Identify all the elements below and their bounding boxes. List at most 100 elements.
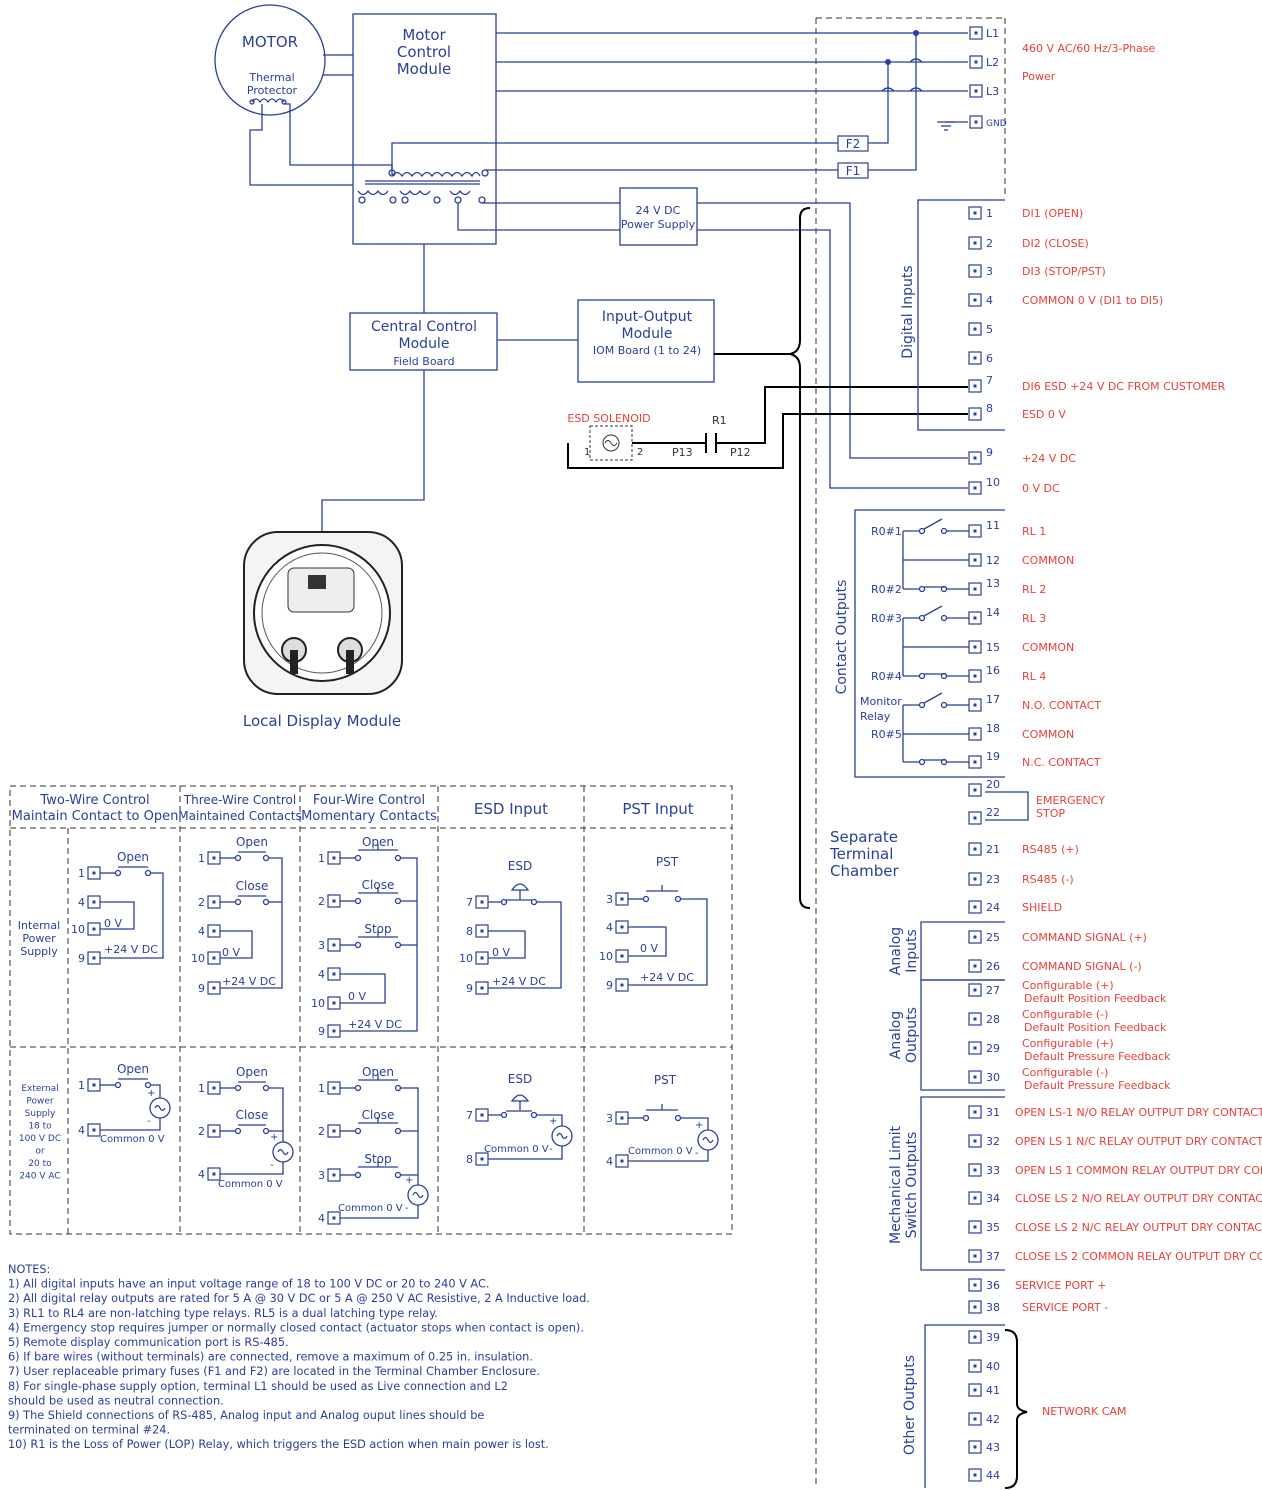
- zero-v-label: 0 V: [104, 917, 122, 930]
- note-line: 5) Remote display communication port is …: [8, 1336, 289, 1349]
- cell-terminal-number: 4: [606, 921, 613, 934]
- svg-text:Protector: Protector: [247, 84, 298, 97]
- svg-text:Inputs: Inputs: [904, 929, 920, 973]
- terminal-number: 32: [986, 1135, 1000, 1148]
- terminal-label: OPEN LS-1 N/O RELAY OUTPUT DRY CONTACT: [1015, 1106, 1262, 1119]
- notes: NOTES:1) All digital inputs have an inpu…: [8, 1263, 590, 1451]
- terminal-number: 16: [986, 664, 1000, 677]
- contact-label: Open: [362, 835, 394, 849]
- terminal-label: DI1 (OPEN): [1022, 207, 1083, 220]
- contact-label: Close: [362, 878, 395, 892]
- terminal-number: 31: [986, 1106, 1000, 1119]
- note-line: 10) R1 is the Loss of Power (LOP) Relay,…: [8, 1438, 549, 1451]
- terminal-label: CLOSE LS 2 N/O RELAY OUTPUT DRY CONTACT: [1015, 1192, 1262, 1205]
- local-display-module: Local Display Module: [243, 531, 403, 730]
- zero-v-label: 0 V: [640, 942, 658, 955]
- terminal-id-L3: L3: [986, 85, 999, 98]
- svg-text:Power Supply: Power Supply: [621, 218, 696, 231]
- table-header: PST Input: [622, 800, 693, 818]
- terminal-label: N.O. CONTACT: [1022, 699, 1101, 712]
- terminal-39: 39: [968, 1330, 1000, 1344]
- cell-terminal-number: 2: [198, 896, 205, 909]
- cell-terminal-number: 4: [606, 1155, 613, 1168]
- cell-terminal-number: 4: [198, 1168, 205, 1181]
- terminal-label: COMMON: [1022, 728, 1074, 741]
- zero-v-label: 0 V: [348, 990, 366, 1003]
- terminal-label: RS485 (+): [1022, 843, 1079, 856]
- terminal-number: 27: [986, 984, 1000, 997]
- minus-sign: -: [270, 1160, 274, 1171]
- terminal-31: 31 OPEN LS-1 N/O RELAY OUTPUT DRY CONTACT: [968, 1105, 1262, 1119]
- svg-text:Switch Outputs: Switch Outputs: [904, 1132, 920, 1239]
- terminal-number: 1: [986, 207, 993, 220]
- svg-text:P13: P13: [672, 446, 693, 459]
- row-label: 18 to: [28, 1122, 52, 1132]
- note-line: 4) Emergency stop requires jumper or nor…: [8, 1321, 584, 1334]
- contact-label: Open: [236, 835, 268, 849]
- table-header: Two-Wire Control: [39, 793, 149, 808]
- cell-terminal-number: 8: [466, 925, 473, 938]
- terminal-id-GND: GND: [986, 119, 1007, 129]
- svg-text:Motor: Motor: [402, 26, 446, 44]
- terminal-number: 18: [986, 722, 1000, 735]
- terminal-number: 37: [986, 1250, 1000, 1263]
- motor: MOTOR Thermal Protector: [214, 4, 326, 116]
- cell-terminal-number: 7: [466, 896, 473, 909]
- terminal-label: RL 3: [1022, 612, 1046, 625]
- svg-text:Analog: Analog: [888, 1011, 904, 1059]
- pst-label: PST: [654, 1073, 677, 1087]
- terminal-number: 43: [986, 1441, 1000, 1454]
- svg-text:Thermal: Thermal: [248, 71, 294, 84]
- svg-text:Monitor: Monitor: [860, 695, 902, 708]
- terminal-label-2: Default Position Feedback: [1024, 1021, 1167, 1034]
- svg-text:STOP: STOP: [1036, 807, 1065, 820]
- terminal-number: 44: [986, 1469, 1000, 1482]
- terminal-number: 30: [986, 1071, 1000, 1084]
- terminal-label: CLOSE LS 2 COMMON RELAY OUTPUT DRY CONTA…: [1015, 1250, 1262, 1263]
- terminal-number: 38: [986, 1301, 1000, 1314]
- common-0v-label: Common 0 V: [100, 1134, 165, 1145]
- row-label: 100 V DC: [19, 1134, 61, 1144]
- terminal-label: Configurable (+): [1022, 979, 1114, 992]
- terminal-1: 1 DI1 (OPEN): [968, 206, 1083, 220]
- svg-text:2: 2: [637, 447, 643, 458]
- power-label: 460 V AC/60 Hz/3-Phase: [1022, 42, 1156, 55]
- cell-terminal-number: 1: [198, 852, 205, 865]
- row-label: Supply: [20, 945, 58, 958]
- cell-terminal-number: 1: [318, 1082, 325, 1095]
- terminal-id-L1: L1: [986, 27, 999, 40]
- cell-terminal-number: 4: [318, 968, 325, 981]
- terminal-label: DI6 ESD +24 V DC FROM CUSTOMER: [1022, 380, 1226, 393]
- terminal-label: COMMON: [1022, 641, 1074, 654]
- minus-sign: -: [405, 1203, 409, 1214]
- terminal-44: 44: [968, 1468, 1000, 1482]
- plus24-label: +24 V DC: [492, 975, 546, 988]
- cell-terminal-number: 9: [78, 952, 85, 965]
- svg-text:1: 1: [584, 447, 590, 458]
- terminal-number: 3: [986, 265, 993, 278]
- note-line: 3) RL1 to RL4 are non-latching type rela…: [8, 1307, 438, 1320]
- svg-text:Local Display Module: Local Display Module: [243, 712, 401, 730]
- terminal-label: SHIELD: [1022, 901, 1062, 914]
- svg-text:Central Control: Central Control: [371, 319, 477, 335]
- cell-terminal-number: 4: [78, 896, 85, 909]
- terminal-number: 19: [986, 750, 1000, 763]
- power-label: Power: [1022, 70, 1056, 83]
- terminal-41: 41: [968, 1383, 1000, 1397]
- terminal-number: 25: [986, 931, 1000, 944]
- row-label: Supply: [25, 1109, 56, 1119]
- terminal-number: 24: [986, 901, 1000, 914]
- terminal-label-2: Default Pressure Feedback: [1024, 1050, 1171, 1063]
